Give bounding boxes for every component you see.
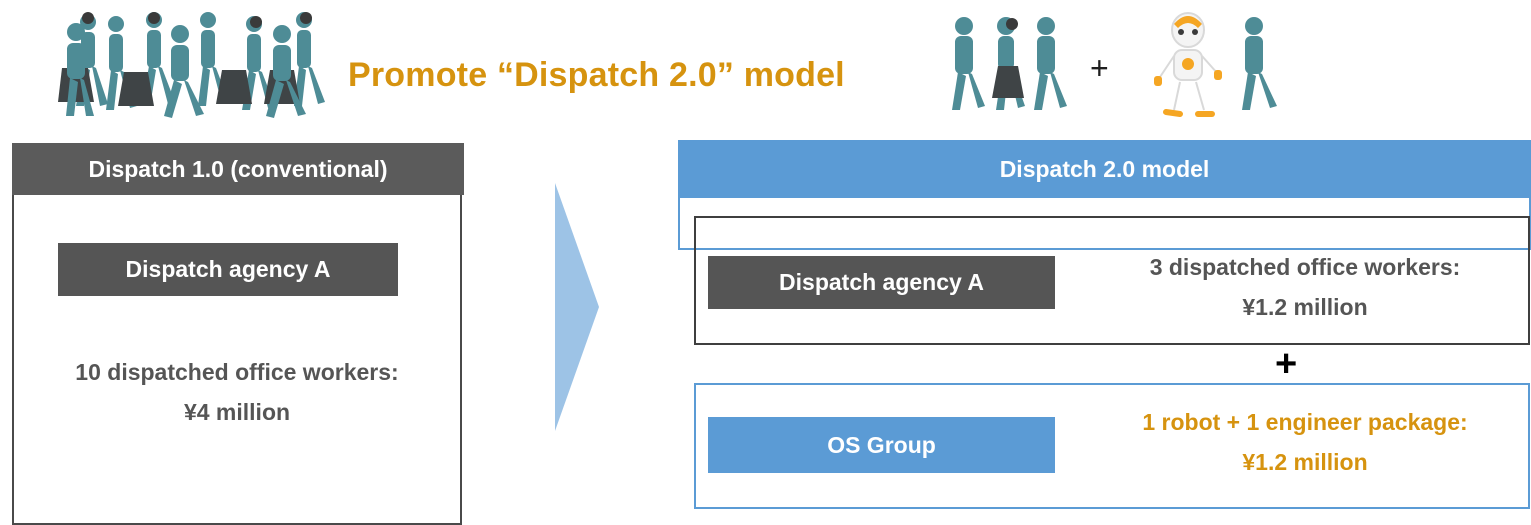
robot-package-cost-line: ¥1.2 million xyxy=(1242,449,1368,475)
left-cost-line: ¥4 million xyxy=(183,399,291,425)
os-group-row xyxy=(694,383,1530,509)
plus-sign: + xyxy=(1090,50,1109,86)
robot-package-line: 1 robot + 1 engineer package: xyxy=(1142,409,1468,435)
right-workers-cost: 3 dispatched office workers: ¥1.2 millio… xyxy=(1080,247,1530,327)
dispatch-2-header: Dispatch 2.0 model xyxy=(678,140,1531,198)
right-workers-cost-line: ¥1.2 million xyxy=(1242,294,1368,320)
walking-crowd-icon xyxy=(58,12,325,118)
headline: Promote “Dispatch 2.0” model xyxy=(348,56,845,94)
dispatch-2-header-frame xyxy=(678,198,1531,250)
dispatch-agency-row xyxy=(694,216,1530,345)
left-workers-cost: 10 dispatched office workers: ¥4 million xyxy=(12,352,462,432)
left-workers-line: 10 dispatched office workers: xyxy=(75,359,399,385)
walking-person-icon xyxy=(1242,17,1277,110)
robot-package-cost: 1 robot + 1 engineer package: ¥1.2 milli… xyxy=(1080,402,1530,482)
combine-plus-sign: + xyxy=(1275,343,1298,385)
right-dispatch-agency-box: Dispatch agency A xyxy=(708,256,1055,309)
left-dispatch-agency-box: Dispatch agency A xyxy=(58,243,398,296)
three-walking-people-icon xyxy=(952,17,1067,110)
transition-arrow-icon xyxy=(555,183,599,431)
dispatch-1-header: Dispatch 1.0 (conventional) xyxy=(12,143,464,195)
right-workers-line: 3 dispatched office workers: xyxy=(1149,254,1461,280)
humanoid-robot-icon xyxy=(1154,12,1222,117)
os-group-box: OS Group xyxy=(708,417,1055,473)
